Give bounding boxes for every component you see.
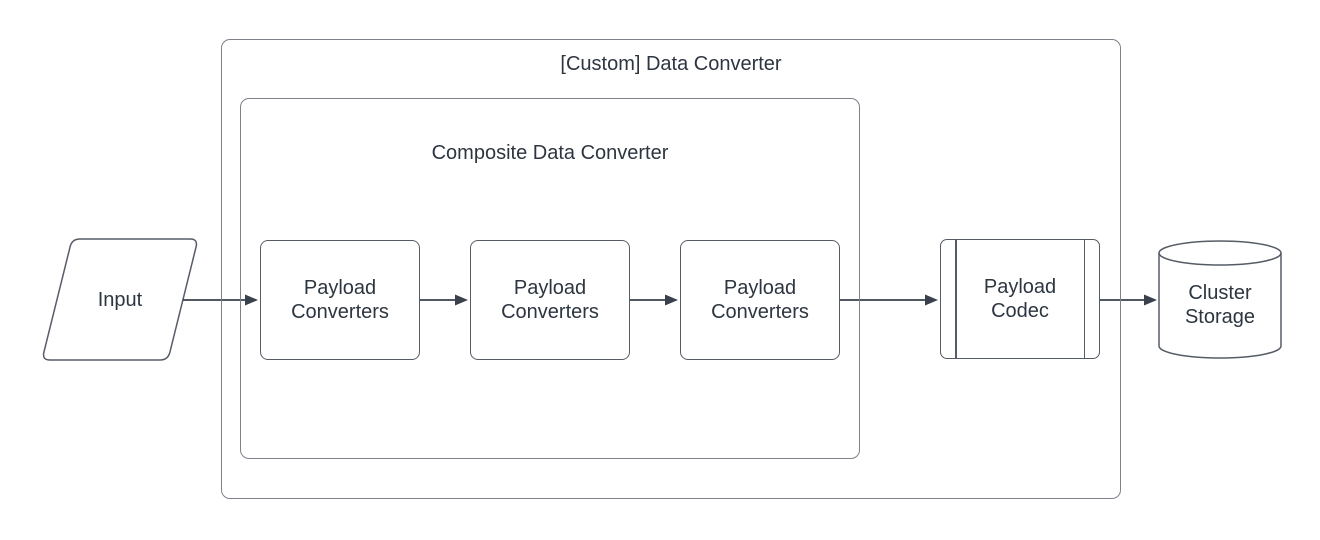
input-node-label-area: Input xyxy=(42,239,198,360)
payload-converters-node-2[interactable]: Payload Converters xyxy=(470,240,630,360)
payload-converters-node-3[interactable]: Payload Converters xyxy=(680,240,840,360)
payload-codec-node[interactable]: Payload Codec xyxy=(940,239,1100,359)
cluster-storage-cylinder-shape[interactable] xyxy=(1158,240,1282,359)
cluster-storage-label: Cluster Storage xyxy=(1184,282,1256,328)
cylinder-lip xyxy=(1158,252,1282,266)
composite-data-converter-container[interactable]: Composite Data Converter xyxy=(240,98,860,459)
payload-converters-label-1: Payload Converters xyxy=(291,277,389,323)
codec-left-bar xyxy=(955,240,957,358)
custom-data-converter-label: [Custom] Data Converter xyxy=(560,53,782,75)
payload-converters-node-1[interactable]: Payload Converters xyxy=(260,240,420,360)
custom-data-converter-container[interactable]: [Custom] Data Converter xyxy=(221,39,1121,499)
payload-converters-label-3: Payload Converters xyxy=(711,277,809,323)
codec-right-bar xyxy=(1083,240,1085,358)
composite-data-converter-label: Composite Data Converter xyxy=(431,142,669,164)
payload-converters-label-2: Payload Converters xyxy=(501,277,599,323)
cluster-storage-label-area: Cluster Storage xyxy=(1159,252,1281,358)
payload-codec-label: Payload Codec xyxy=(983,276,1057,322)
input-parallelogram-shape[interactable] xyxy=(42,238,198,361)
input-node-label: Input xyxy=(97,288,143,311)
